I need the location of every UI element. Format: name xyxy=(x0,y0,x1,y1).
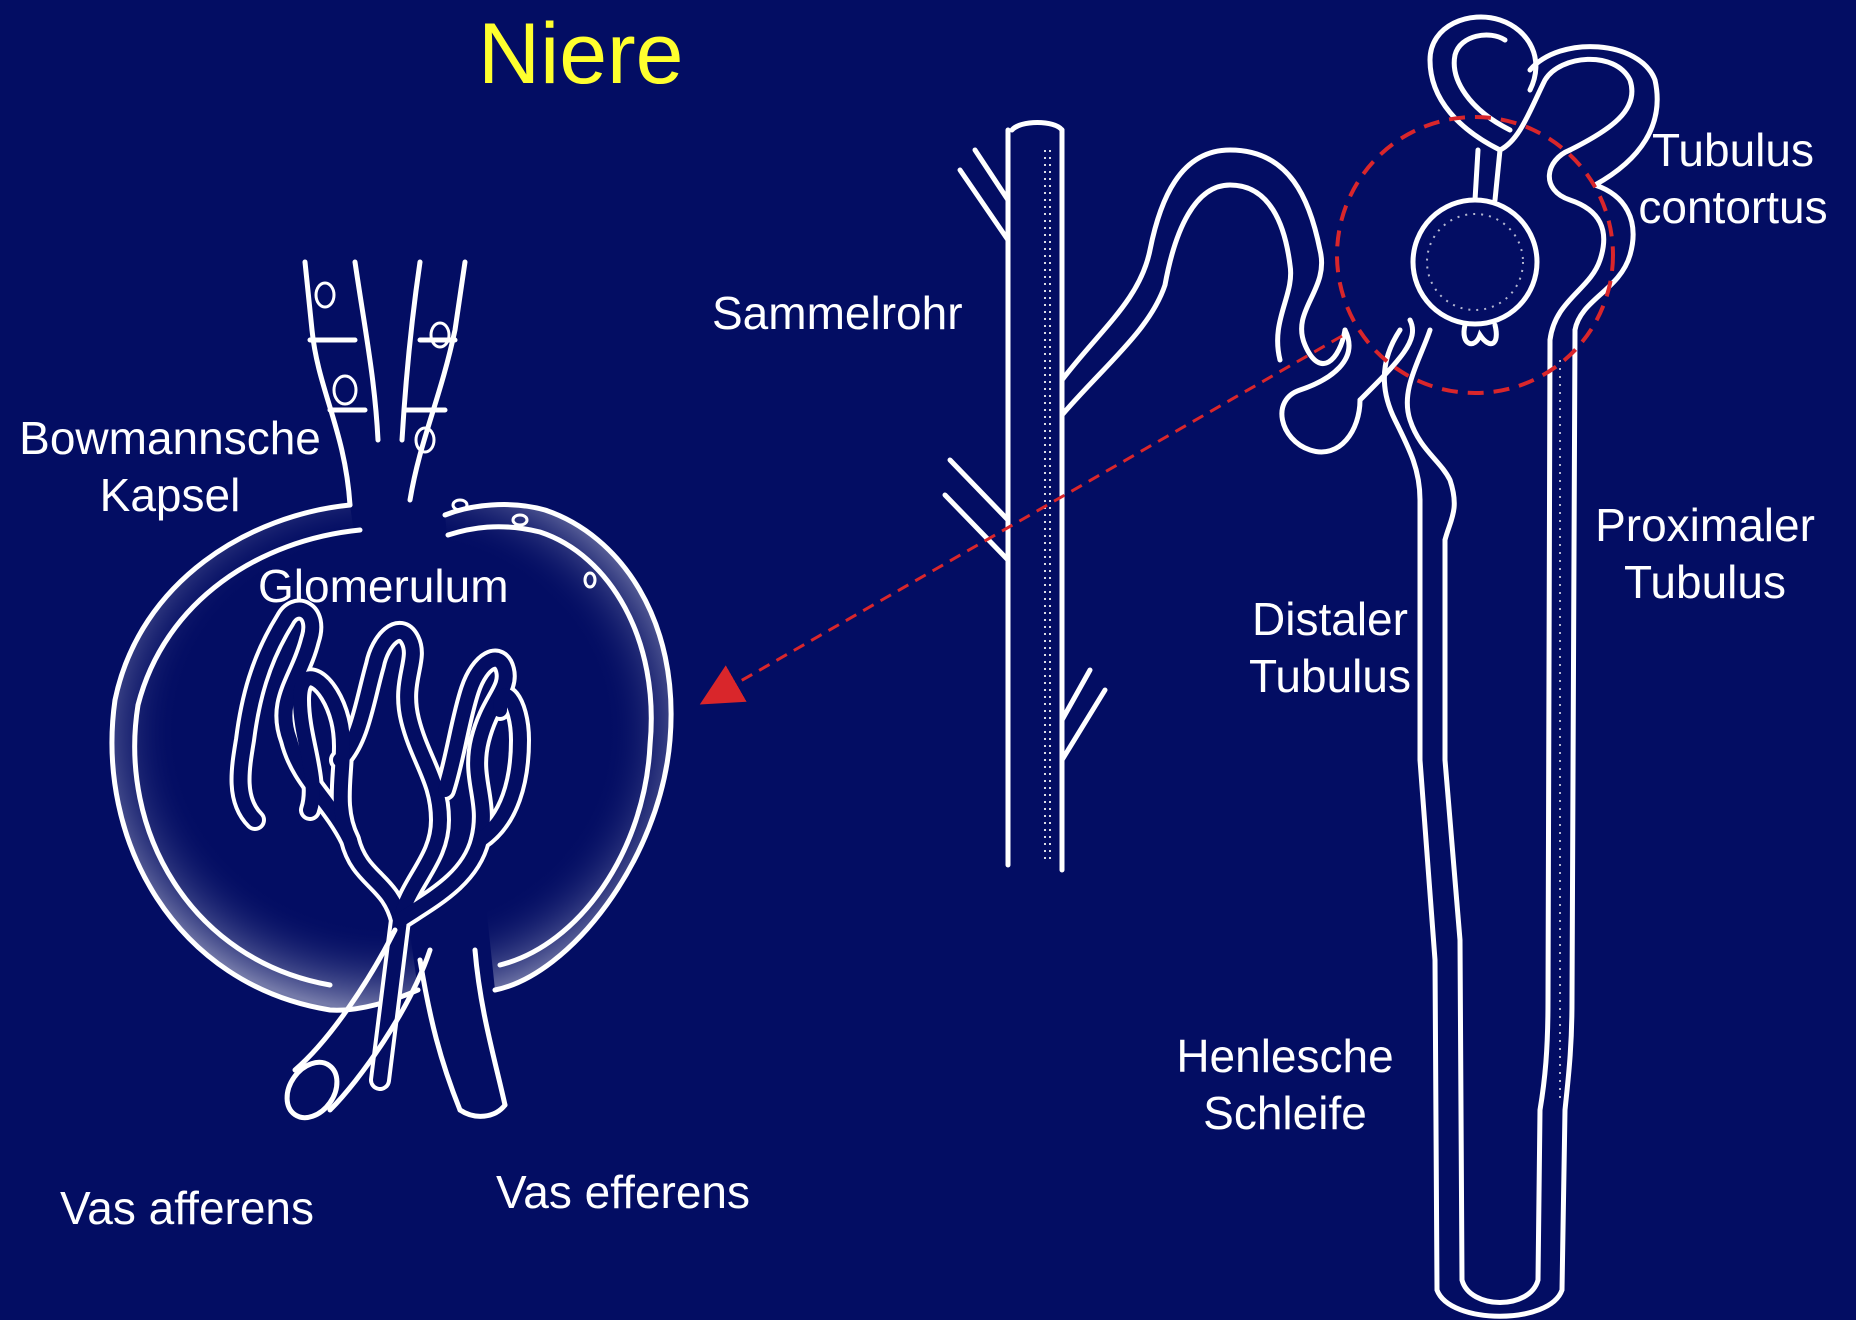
label-proximaler-line2: Tubulus xyxy=(1585,554,1825,611)
label-sammelrohr: Sammelrohr xyxy=(712,285,963,342)
label-bowmannsche-kapsel: Bowmannsche Kapsel xyxy=(10,410,330,524)
label-bowman-line1: Bowmannsche xyxy=(10,410,330,467)
label-henlesche-line1: Henlesche xyxy=(1160,1028,1410,1085)
label-vas-efferens: Vas efferens xyxy=(496,1164,750,1221)
label-henlesche-line2: Schleife xyxy=(1160,1085,1410,1142)
label-distaler-tubulus: Distaler Tubulus xyxy=(1235,591,1425,705)
label-bowman-line2: Kapsel xyxy=(10,467,330,524)
label-vas-afferens: Vas afferens xyxy=(60,1180,314,1237)
page-title: Niere xyxy=(478,6,684,102)
label-henlesche-schleife: Henlesche Schleife xyxy=(1160,1028,1410,1142)
label-tubulus-contortus-line1: Tubulus xyxy=(1630,122,1836,179)
label-proximaler-tubulus: Proximaler Tubulus xyxy=(1585,497,1825,611)
label-distaler-line1: Distaler xyxy=(1235,591,1425,648)
collecting-duct xyxy=(945,123,1345,871)
label-distaler-line2: Tubulus xyxy=(1235,648,1425,705)
label-tubulus-contortus-line2: contortus xyxy=(1630,179,1836,236)
label-glomerulum: Glomerulum xyxy=(258,558,509,615)
label-proximaler-line1: Proximaler xyxy=(1585,497,1825,554)
label-tubulus-contortus: Tubulus contortus xyxy=(1630,122,1836,236)
